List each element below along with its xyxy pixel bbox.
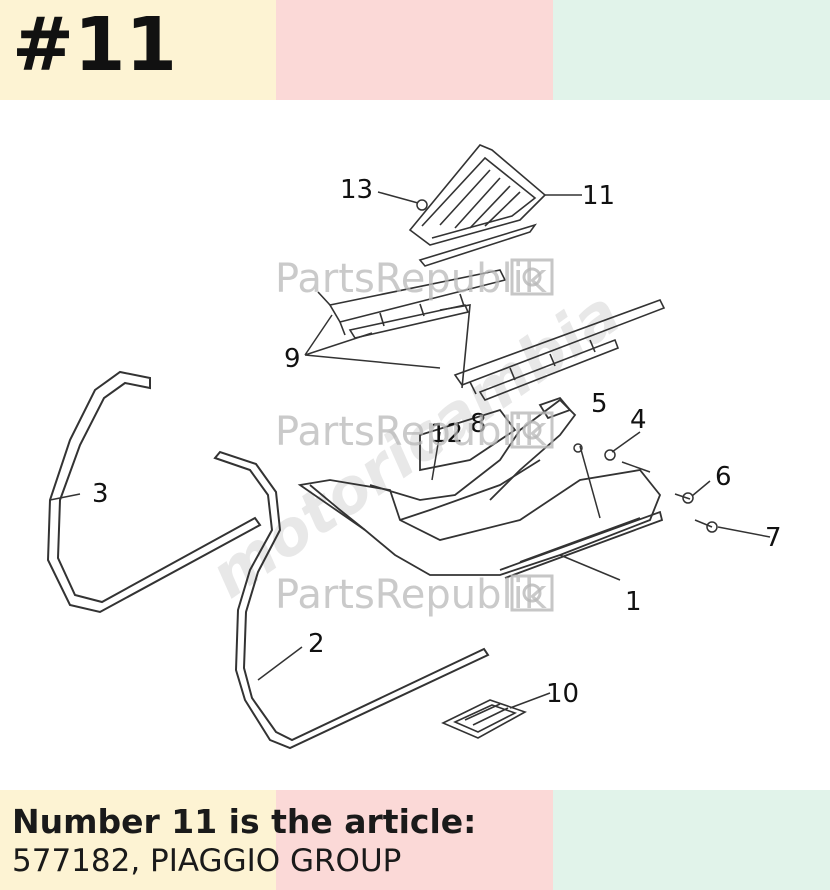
footer-band-pink xyxy=(276,790,553,890)
part-1-body xyxy=(297,396,664,579)
header-band xyxy=(0,0,830,100)
part-3-seal xyxy=(46,370,262,614)
watermark-brand-2: PartsRepublik xyxy=(275,409,548,455)
header-band-green xyxy=(553,0,830,100)
callout-5: 5 xyxy=(591,389,608,419)
leader-lines xyxy=(49,191,771,709)
callout-2: 2 xyxy=(308,629,325,659)
watermark-brand-1: PartsRepublik xyxy=(275,256,548,302)
watermark-gear-icon xyxy=(510,258,554,612)
part-10-grate xyxy=(441,699,527,739)
callout-3: 3 xyxy=(92,479,109,509)
article-heading: Number 11 is the article: xyxy=(12,802,477,841)
exploded-parts-diagram: motoricambia xyxy=(46,144,782,750)
callout-1: 1 xyxy=(625,587,642,617)
fasteners-4-7 xyxy=(573,443,718,533)
callout-13: 13 xyxy=(340,175,373,205)
part-2-trim xyxy=(213,450,490,750)
callout-11: 11 xyxy=(582,181,615,211)
article-number: 577182, PIAGGIO GROUP xyxy=(12,843,402,879)
part-13-screw xyxy=(416,199,428,211)
footer-band-green xyxy=(553,790,830,890)
callout-12: 12 xyxy=(430,419,463,449)
header-band-yellow xyxy=(0,0,276,100)
callout-6: 6 xyxy=(715,462,732,492)
callout-10: 10 xyxy=(546,679,579,709)
part-11-cover xyxy=(408,144,547,267)
callout-7: 7 xyxy=(765,523,782,553)
header-band-pink xyxy=(276,0,553,100)
callout-8: 8 xyxy=(470,409,487,439)
part-9-rails xyxy=(317,269,666,401)
reference-number: #11 xyxy=(12,2,177,88)
callout-9: 9 xyxy=(284,344,301,374)
callout-4: 4 xyxy=(630,405,647,435)
watermark-brand-3: PartsRepublik xyxy=(275,572,548,618)
footer-band-yellow xyxy=(0,790,276,890)
footer-band xyxy=(0,790,830,890)
